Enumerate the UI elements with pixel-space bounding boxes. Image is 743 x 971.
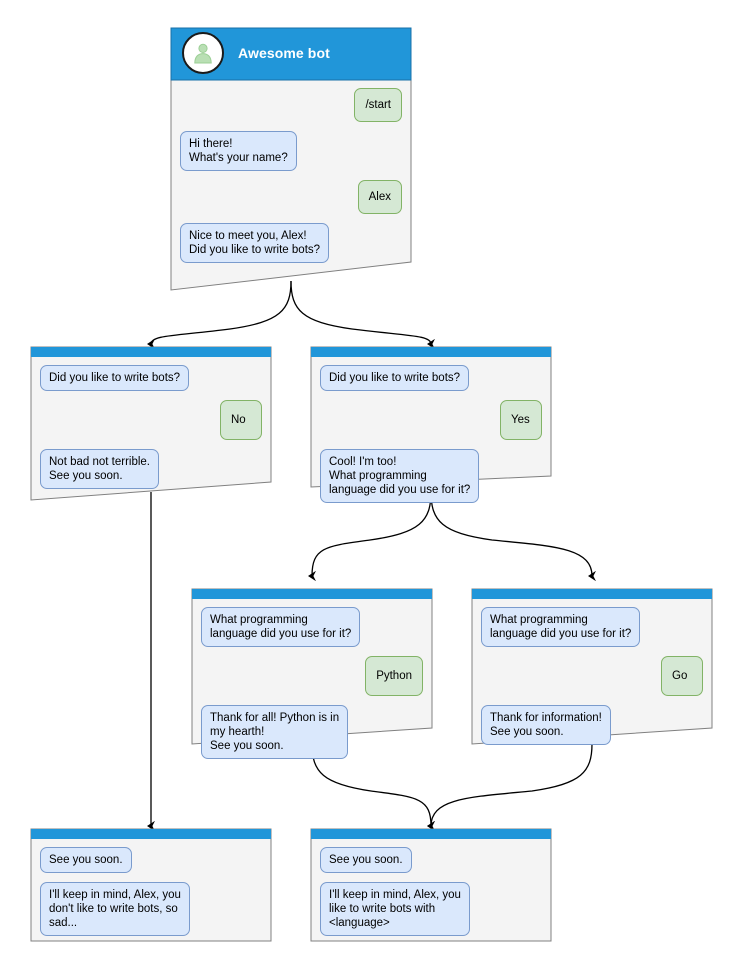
user-message-bubble[interactable]: Python [365,656,423,696]
user-message-bubble[interactable]: /start [354,88,402,122]
root-chat-card[interactable]: Awesome bot /start Hi there! What's your… [170,27,412,292]
message-row: See you soon. [320,847,542,873]
message-row: Not bad not terrible. See you soon. [40,449,262,489]
bot-message-bubble[interactable]: Nice to meet you, Alex! Did you like to … [180,223,330,263]
bot-message-bubble[interactable]: Did you like to write bots? [40,365,190,391]
branch-no-card[interactable]: Did you like to write bots? No Not bad n… [30,346,272,502]
card-header-strip [191,588,433,598]
message-row: Hi there! What's your name? [180,131,402,171]
root-message-list: /start Hi there! What's your name? Alex … [170,79,412,276]
user-message-bubble[interactable]: No [220,400,262,440]
card-header-strip [310,828,552,838]
message-row: Python [201,656,423,696]
user-message-bubble[interactable]: Yes [500,400,542,440]
message-row: I'll keep in mind, Alex, you don't like … [40,882,262,936]
branch-python-card[interactable]: What programming language did you use fo… [191,588,433,759]
branch-go-card[interactable]: What programming language did you use fo… [471,588,713,746]
bot-message-bubble[interactable]: I'll keep in mind, Alex, you like to wri… [320,882,470,936]
end-happy-message-list: See you soon. I'll keep in mind, Alex, y… [310,838,552,949]
message-row: Thank for all! Python is in my hearth! S… [201,705,423,759]
message-row: Nice to meet you, Alex! Did you like to … [180,223,402,263]
message-row: What programming language did you use fo… [201,607,423,647]
bot-message-bubble[interactable]: Thank for all! Python is in my hearth! S… [201,705,349,759]
bot-message-bubble[interactable]: Not bad not terrible. See you soon. [40,449,160,489]
message-row: I'll keep in mind, Alex, you like to wri… [320,882,542,936]
card-header-strip [30,346,272,356]
branch-yes-card[interactable]: Did you like to write bots? Yes Cool! I'… [310,346,552,503]
bot-message-bubble[interactable]: What programming language did you use fo… [481,607,641,647]
message-row: /start [180,88,402,122]
message-row: Thank for information! See you soon. [481,705,703,745]
branch-python-message-list: What programming language did you use fo… [191,598,433,772]
message-row: Did you like to write bots? [320,365,542,391]
message-row: See you soon. [40,847,262,873]
bot-message-bubble[interactable]: Hi there! What's your name? [180,131,297,171]
bot-message-bubble[interactable]: What programming language did you use fo… [201,607,361,647]
card-header-strip [310,346,552,356]
end-happy-card[interactable]: See you soon. I'll keep in mind, Alex, y… [310,828,552,942]
card-header-strip [471,588,713,598]
user-message-bubble[interactable]: Alex [357,180,402,214]
bot-message-bubble[interactable]: See you soon. [320,847,412,873]
bot-message-bubble[interactable]: Cool! I'm too! What programming language… [320,449,480,503]
end-sad-card[interactable]: See you soon. I'll keep in mind, Alex, y… [30,828,272,942]
bot-message-bubble[interactable]: I'll keep in mind, Alex, you don't like … [40,882,190,936]
message-row: Yes [320,400,542,440]
message-row: Cool! I'm too! What programming language… [320,449,542,503]
message-row: What programming language did you use fo… [481,607,703,647]
message-row: No [40,400,262,440]
bot-message-bubble[interactable]: Did you like to write bots? [320,365,470,391]
bot-message-bubble[interactable]: Thank for information! See you soon. [481,705,611,745]
message-row: Go [481,656,703,696]
card-header-strip [30,828,272,838]
root-card-title: Awesome bot [238,45,330,61]
root-card-header: Awesome bot [170,27,412,79]
branch-yes-message-list: Did you like to write bots? Yes Cool! I'… [310,356,552,516]
branch-no-message-list: Did you like to write bots? No Not bad n… [30,356,272,502]
message-row: Did you like to write bots? [40,365,262,391]
person-avatar-icon [182,32,224,74]
branch-go-message-list: What programming language did you use fo… [471,598,713,758]
user-message-bubble[interactable]: Go [661,656,703,696]
bot-message-bubble[interactable]: See you soon. [40,847,132,873]
end-sad-message-list: See you soon. I'll keep in mind, Alex, y… [30,838,272,949]
message-row: Alex [180,180,402,214]
